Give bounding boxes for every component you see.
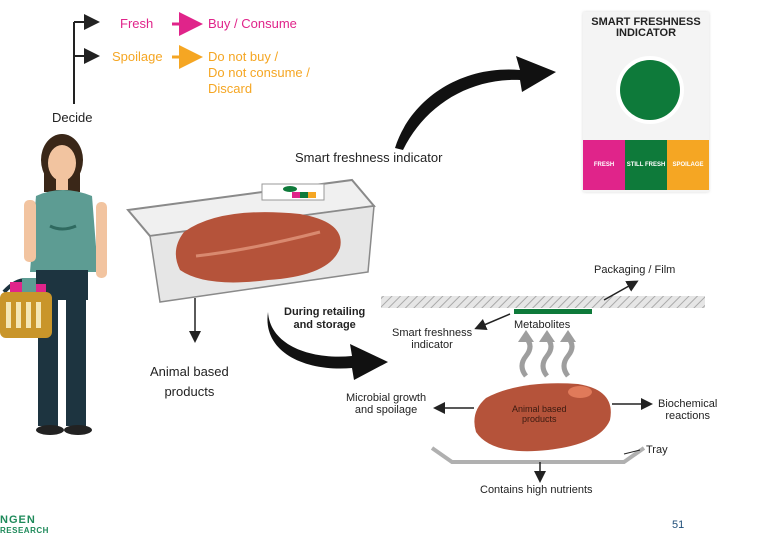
curved-arrow-top (395, 56, 556, 150)
spoilage-label: Spoilage (112, 49, 163, 64)
metabolites-label: Metabolites (514, 319, 571, 331)
company-logo: NGEN RESEARCH (0, 514, 49, 535)
microbial-growth-label: Microbial growth and spoilage (346, 392, 427, 416)
buy-consume-label: Buy / Consume (208, 16, 297, 31)
biochemical-label: Biochemical reactions (658, 398, 718, 422)
indicator-title: SMART FRESHNESS INDICATOR (591, 16, 701, 39)
segment-fresh: FRESH (583, 140, 625, 190)
indicator-dot-ring (616, 56, 684, 124)
tray-label: Tray (646, 444, 668, 456)
animal-products-label: Animal based products (150, 364, 229, 399)
indicator-strip (514, 309, 592, 314)
woman-shopper (0, 134, 107, 435)
tray (430, 446, 646, 464)
curved-arrow-bottom (267, 312, 388, 380)
packaging-film-label: Packaging / Film (594, 264, 676, 276)
decision-tree (73, 12, 203, 104)
indicator-dot (620, 60, 680, 120)
smart-indicator-label: Smart freshness indicator (295, 150, 443, 165)
nutrients-label: Contains high nutrients (480, 484, 593, 496)
packaging-film (381, 296, 705, 308)
packaged-meat (126, 178, 376, 303)
smart-indicator-small-label: Smart freshness indicator (392, 327, 473, 351)
fresh-label: Fresh (120, 16, 154, 31)
meat-label: Animal based products (512, 404, 567, 424)
meat-lower (474, 383, 611, 452)
metabolite-arrows (519, 336, 575, 378)
decide-label: Decide (52, 110, 93, 125)
segment-still-fresh: STILL FRESH (625, 140, 667, 190)
segment-spoilage: SPOILAGE (667, 140, 709, 190)
discard-label: Do not buy / Do not consume / Discard (208, 49, 310, 96)
page-number: 51 (672, 519, 685, 531)
indicator-card: SMART FRESHNESS INDICATOR FRESH STILL FR… (583, 12, 709, 192)
during-retailing-label: During retailing and storage (284, 306, 366, 331)
